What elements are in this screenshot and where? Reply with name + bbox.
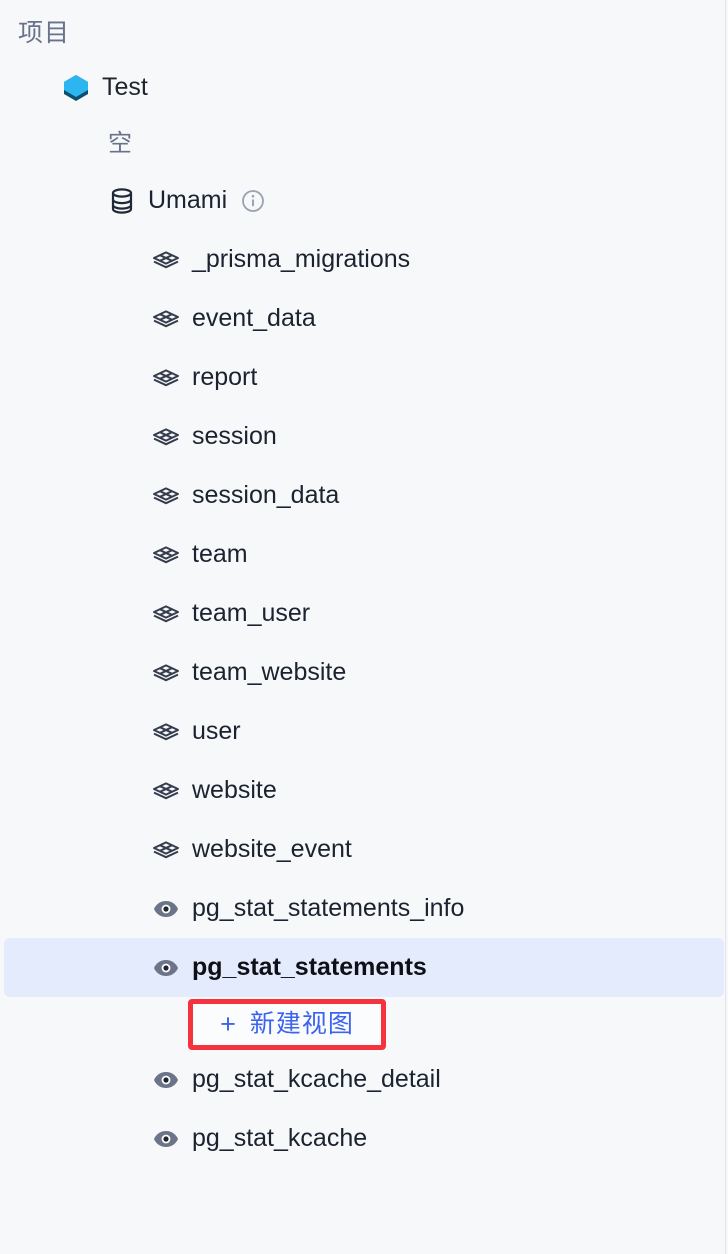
table-icon bbox=[152, 364, 180, 392]
tree-item-label: pg_stat_statements bbox=[192, 953, 427, 981]
tree-item-label: session_data bbox=[192, 481, 340, 509]
tree-item-table-8[interactable]: user bbox=[4, 702, 724, 761]
tree-item-label: website_event bbox=[192, 835, 352, 863]
page-title: 项目 bbox=[18, 19, 71, 47]
tree-item-label: team_user bbox=[192, 599, 311, 627]
tree-item-view-0[interactable]: pg_stat_statements_info bbox=[4, 879, 724, 938]
cube-icon bbox=[62, 74, 90, 102]
tree-item-label: team_website bbox=[192, 658, 347, 686]
tree-item-label: pg_stat_kcache_detail bbox=[192, 1065, 441, 1093]
tree-item-label: session bbox=[192, 422, 277, 450]
tree-item-table-1[interactable]: event_data bbox=[4, 289, 724, 348]
table-icon bbox=[152, 423, 180, 451]
tree-item-table-6[interactable]: team_user bbox=[4, 584, 724, 643]
eye-icon bbox=[152, 954, 180, 982]
new-view-button[interactable]: + 新建视图 bbox=[220, 1011, 354, 1038]
tree-item-label: user bbox=[192, 717, 241, 745]
view-list-lower: pg_stat_kcache_detail pg_stat_kcache bbox=[0, 1050, 728, 1168]
tree-item-view-lower-1[interactable]: pg_stat_kcache bbox=[4, 1109, 724, 1168]
tree-item-table-3[interactable]: session bbox=[4, 407, 724, 466]
tree-item-label: _prisma_migrations bbox=[192, 245, 411, 273]
table-icon bbox=[152, 659, 180, 687]
tree-item-view-lower-0[interactable]: pg_stat_kcache_detail bbox=[4, 1050, 724, 1109]
tree-item-label: 空 bbox=[108, 130, 132, 157]
table-icon bbox=[152, 541, 180, 569]
tree-item-table-2[interactable]: report bbox=[4, 348, 724, 407]
tree-item-label: event_data bbox=[192, 304, 316, 332]
eye-icon bbox=[152, 895, 180, 923]
tree-item-label: Test bbox=[102, 73, 148, 101]
new-view-label: 新建视图 bbox=[249, 1010, 354, 1038]
panel-right-border bbox=[725, 0, 726, 1254]
table-icon bbox=[152, 305, 180, 333]
tree-item-label: pg_stat_kcache bbox=[192, 1124, 368, 1152]
tree-item-table-5[interactable]: team bbox=[4, 525, 724, 584]
table-icon bbox=[152, 246, 180, 274]
plus-icon: + bbox=[220, 1009, 236, 1039]
table-icon bbox=[152, 482, 180, 510]
tree-item-label: team bbox=[192, 540, 248, 568]
annotation-box: + 新建视图 bbox=[188, 999, 386, 1050]
info-circle-icon[interactable] bbox=[241, 189, 265, 213]
database-icon bbox=[108, 187, 136, 215]
table-icon bbox=[152, 836, 180, 864]
table-icon bbox=[152, 600, 180, 628]
table-icon bbox=[152, 777, 180, 805]
view-list-upper: pg_stat_statements_info bbox=[0, 879, 728, 938]
tree-item-view-selected[interactable]: pg_stat_statements bbox=[4, 938, 724, 997]
tree-item-database-umami[interactable]: Umami bbox=[4, 171, 724, 230]
tree-item-table-7[interactable]: team_website bbox=[4, 643, 724, 702]
tree-item-label: report bbox=[192, 363, 258, 391]
tree-item-table-0[interactable]: _prisma_migrations bbox=[4, 230, 724, 289]
eye-icon bbox=[152, 1125, 180, 1153]
eye-icon bbox=[152, 1066, 180, 1094]
tree-item-schema-empty[interactable]: 空 bbox=[4, 117, 724, 171]
tree-item-label: Umami bbox=[148, 186, 228, 214]
tree-item-table-9[interactable]: website bbox=[4, 761, 724, 820]
tree-item-table-4[interactable]: session_data bbox=[4, 466, 724, 525]
tree-item-label: website bbox=[192, 776, 277, 804]
tree-item-table-10[interactable]: website_event bbox=[4, 820, 724, 879]
tree-item-label: pg_stat_statements_info bbox=[192, 894, 465, 922]
table-icon bbox=[152, 718, 180, 746]
tree-item-project-test[interactable]: Test bbox=[4, 58, 724, 117]
